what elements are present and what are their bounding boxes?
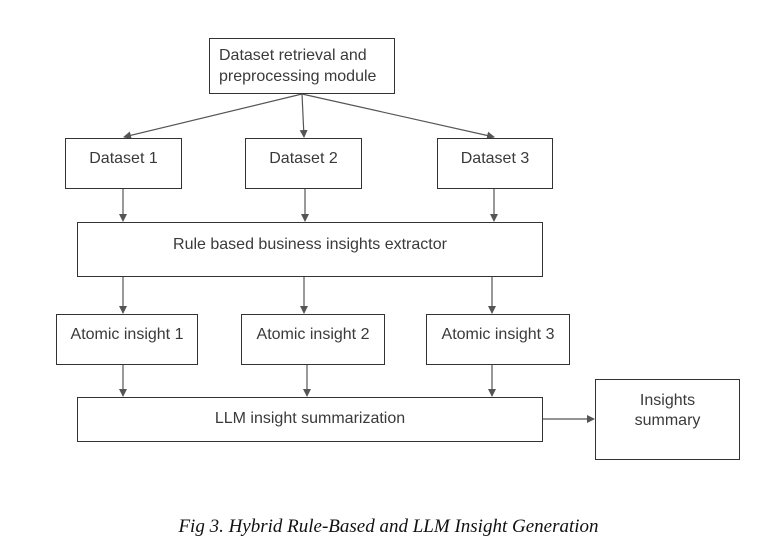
node-llm-summarization-label: LLM insight summarization xyxy=(214,410,406,427)
node-insights-summary-line-1: Insights xyxy=(639,392,696,409)
node-llm-summarization: LLM insight summarization xyxy=(77,397,543,442)
node-dataset-retrieval: Dataset retrieval and preprocessing modu… xyxy=(209,38,395,94)
node-insights-summary: Insights summary xyxy=(595,379,740,460)
node-rule-extractor: Rule based business insights extractor xyxy=(77,222,543,277)
node-atomic-insight-1: Atomic insight 1 xyxy=(56,314,198,365)
flow-diagram: Dataset retrieval and preprocessing modu… xyxy=(56,38,740,460)
node-atomic-insight-2: Atomic insight 2 xyxy=(241,314,385,365)
node-atomic-insight-3-label: Atomic insight 3 xyxy=(441,326,555,343)
node-dataset-3-label: Dataset 3 xyxy=(460,150,530,167)
node-atomic-insight-1-label: Atomic insight 1 xyxy=(70,326,184,343)
node-insights-summary-line-2: summary xyxy=(634,412,701,429)
node-dataset-retrieval-line-1: Dataset retrieval and xyxy=(219,47,367,64)
node-dataset-retrieval-line-2: preprocessing module xyxy=(219,68,377,85)
node-atomic-insight-2-label: Atomic insight 2 xyxy=(256,326,370,343)
figure-caption: Fig 3. Hybrid Rule-Based and LLM Insight… xyxy=(178,516,599,537)
node-dataset-2: Dataset 2 xyxy=(245,138,362,189)
node-rule-extractor-label: Rule based business insights extractor xyxy=(173,236,447,253)
node-atomic-insight-3: Atomic insight 3 xyxy=(426,314,570,365)
node-dataset-1-label: Dataset 1 xyxy=(89,150,158,167)
connector-layer xyxy=(119,93,595,423)
node-dataset-3: Dataset 3 xyxy=(437,138,553,189)
edge-retrieval-dataset-1 xyxy=(123,93,303,140)
node-dataset-2-label: Dataset 2 xyxy=(269,150,338,167)
edge-retrieval-dataset-3 xyxy=(301,93,495,140)
edge-retrieval-dataset-2 xyxy=(299,93,308,138)
node-dataset-1: Dataset 1 xyxy=(65,138,182,189)
